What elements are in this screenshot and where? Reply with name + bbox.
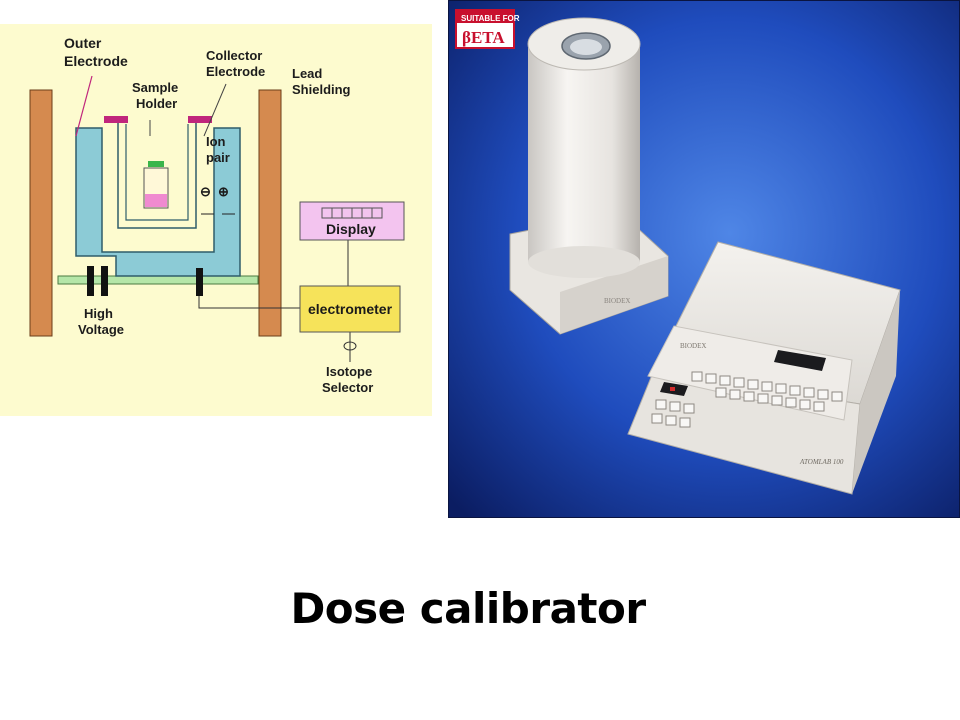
ion-negative-symbol: ⊖ (200, 184, 211, 199)
outer-electrode-label-1: Outer (64, 35, 102, 51)
collector-electrode-label-2: Electrode (206, 64, 265, 79)
ionization-chamber (75, 127, 241, 277)
high-voltage-label-1: High (84, 306, 113, 321)
chamber-well-inner (570, 39, 602, 55)
slide-title: Dose calibrator (290, 584, 646, 633)
lead-shielding-left (29, 89, 53, 337)
chamber-cylinder-bottom (528, 246, 640, 278)
beta-badge-top-band (457, 11, 513, 23)
collector-electrode-label-1: Collector (206, 48, 262, 63)
vial-cap (148, 161, 164, 167)
sample-holder-label-2: Holder (136, 96, 177, 111)
chamber-brand: BIODEX (604, 297, 630, 305)
collector-electrode-leader (203, 83, 227, 137)
dose-calibrator-photo: SUITABLE FOR βETA BIODEX BIODEX ATOMLAB … (448, 0, 960, 518)
console-side (852, 290, 900, 494)
isotope-selector-label-2: Selector (322, 380, 373, 395)
vial-liquid (145, 194, 167, 207)
console-model: ATOMLAB 100 (799, 458, 844, 466)
ion-pair-label-1: Ion (206, 134, 226, 149)
chamber-cylinder (528, 44, 640, 262)
electrometer-label: electrometer (308, 301, 393, 317)
sample-holder-cap-right (188, 116, 212, 123)
display-label: Display (326, 221, 376, 237)
sample-holder-label-1: Sample (132, 80, 178, 95)
lead-shielding-label-2: Shielding (292, 82, 351, 97)
signal-wire (198, 296, 300, 309)
beta-badge-line1: SUITABLE FOR (461, 14, 520, 23)
sample-holder-cap-left (104, 116, 128, 123)
high-voltage-connector-1 (87, 266, 94, 296)
collector-connector (196, 268, 203, 296)
lead-shielding-label-1: Lead (292, 66, 322, 81)
ion-pair-label-2: pair (206, 150, 230, 165)
console-keypad (651, 371, 843, 428)
console-display (774, 350, 826, 371)
isotope-selector-label-1: Isotope (326, 364, 372, 379)
high-voltage-label-2: Voltage (78, 322, 124, 337)
electrometer-box (299, 285, 401, 333)
isotope-selector-knob (343, 341, 357, 351)
ion-positive-symbol: ⊕ (218, 184, 229, 199)
lead-shielding-right (258, 89, 282, 337)
outer-electrode-label-2: Electrode (64, 53, 128, 69)
console-led (670, 387, 675, 391)
console-brand: BIODEX (680, 342, 706, 350)
outer-electrode-leader (75, 75, 93, 137)
high-voltage-connector-2 (101, 266, 108, 296)
dose-calibrator-schematic: ⊖ ⊕ Display electrometer Outer Electrode… (0, 24, 432, 416)
collector-electrode (125, 124, 189, 221)
beta-badge-line2: βETA (462, 28, 505, 47)
chamber-base-front-shadow (560, 256, 668, 334)
display-box (299, 201, 405, 241)
